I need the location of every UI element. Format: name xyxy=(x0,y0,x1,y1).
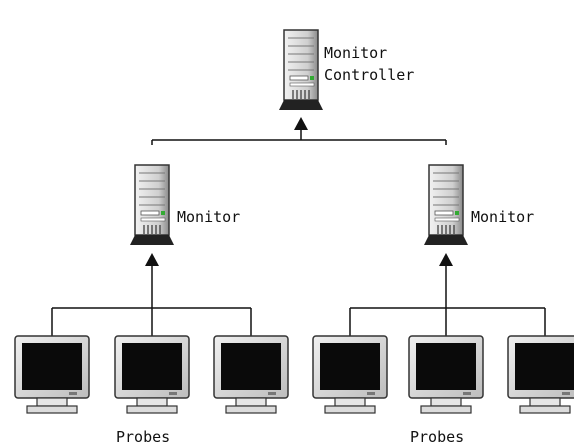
probe-group-left: Probes xyxy=(14,335,289,446)
monitor-label-right: Monitor xyxy=(471,208,534,226)
monitor-controller-node: Monitor Controller xyxy=(278,29,414,111)
controller-label-line2: Controller xyxy=(324,66,414,84)
connector-lines xyxy=(51,128,546,338)
monitor-node-left: Monitor xyxy=(129,164,240,246)
arrow-up-icon xyxy=(294,117,308,130)
monitor-node-right: Monitor xyxy=(423,164,534,246)
crt-monitor-icon xyxy=(507,335,574,414)
crt-monitor-icon xyxy=(312,335,388,414)
probes-label-left: Probes xyxy=(116,428,170,446)
controller-label-line1: Monitor xyxy=(324,44,387,62)
tower-server-icon xyxy=(423,164,469,246)
crt-monitor-icon xyxy=(14,335,90,414)
tower-server-icon xyxy=(278,29,324,111)
probe-group-right: Probes xyxy=(312,335,574,446)
monitor-label-left: Monitor xyxy=(177,208,240,226)
crt-monitor-icon xyxy=(408,335,484,414)
probes-label-right: Probes xyxy=(410,428,464,446)
tower-server-icon xyxy=(129,164,175,246)
crt-monitor-icon xyxy=(114,335,190,414)
arrow-up-icon xyxy=(145,253,159,266)
crt-monitor-icon xyxy=(213,335,289,414)
arrow-up-icon xyxy=(439,253,453,266)
